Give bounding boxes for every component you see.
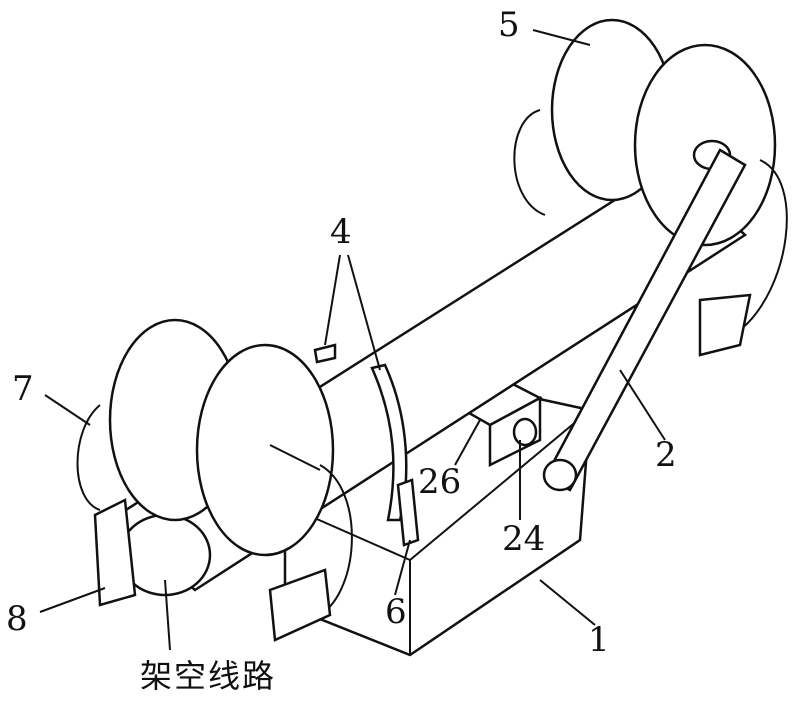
leader-lines [39,29,666,651]
label-part-5: 5 [498,5,520,45]
label-part-24: 24 [502,519,546,559]
label-part-7: 7 [12,369,34,409]
label-part-2: 2 [655,435,677,475]
label-part-6: 6 [385,592,407,632]
label-part-8: 8 [6,599,28,639]
rear-wheels [513,18,788,357]
clamp-arm [370,363,420,547]
label-part-1: 1 [588,620,610,660]
swing-arm [542,148,747,492]
label-overhead-line: 架空线路 [140,657,277,695]
label-part-4: 4 [330,212,352,252]
label-part-26: 26 [418,462,462,502]
front-wheels [76,318,353,642]
